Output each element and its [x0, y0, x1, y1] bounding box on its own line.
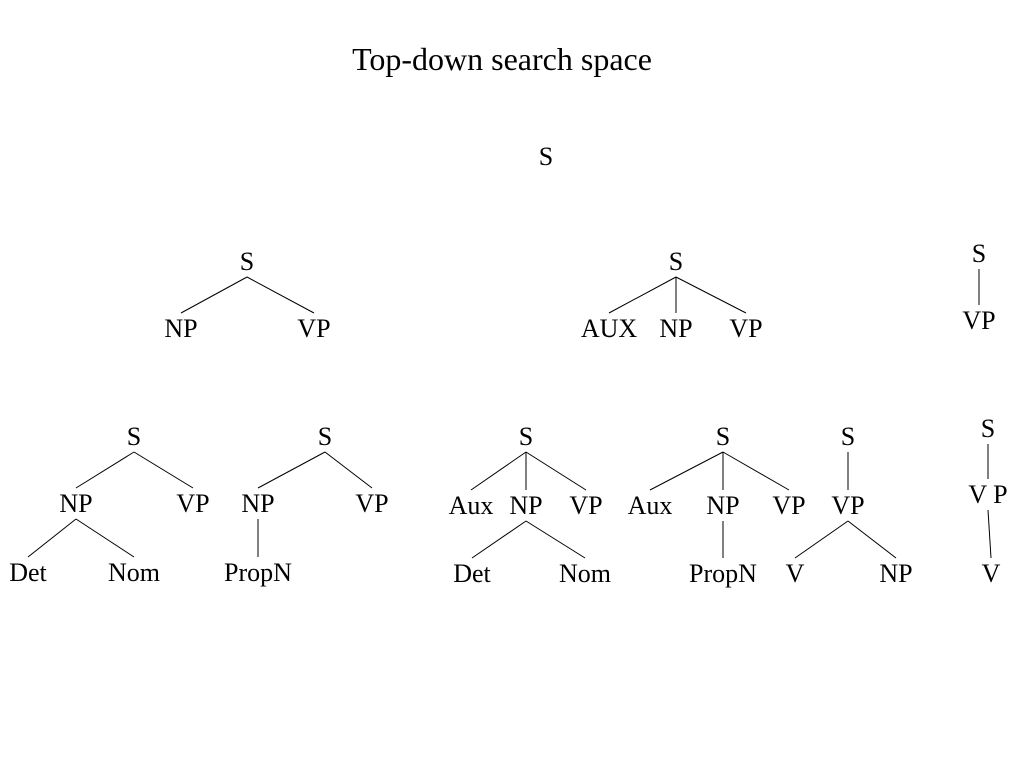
- node-label-vp: VP: [297, 314, 330, 343]
- tree-edge: [246, 276, 315, 314]
- node-label-np: NP: [241, 489, 274, 518]
- tree-level2-aux-np-det-nom: S Aux NP VP Det Nom: [449, 422, 611, 588]
- node-label-aux: Aux: [628, 491, 673, 520]
- root-node-label: S: [539, 142, 553, 171]
- tree-edge: [324, 451, 373, 489]
- tree-edge: [987, 509, 992, 559]
- diagram-title: Top-down search space: [352, 41, 652, 77]
- tree-level2-vp-v: S V P V: [968, 414, 1007, 588]
- node-label-vp: VP: [729, 314, 762, 343]
- tree-edge: [180, 276, 248, 314]
- tree-edge: [525, 520, 586, 559]
- tree-level2-vp-v-np: S VP V NP: [786, 422, 913, 588]
- node-label-np: NP: [879, 559, 912, 588]
- node-label-np: NP: [59, 489, 92, 518]
- node-label-np: NP: [706, 491, 739, 520]
- tree-edge: [649, 451, 724, 491]
- tree-edge: [27, 518, 77, 558]
- node-label-vp: VP: [831, 491, 864, 520]
- node-label-propn: PropN: [689, 559, 757, 588]
- node-label-aux: AUX: [581, 314, 638, 343]
- tree-edge: [794, 520, 849, 559]
- tree-edge: [525, 451, 587, 491]
- node-label-aux: Aux: [449, 491, 494, 520]
- tree-level2-aux-np-propn: S Aux NP VP PropN: [628, 422, 806, 588]
- node-label-det: Det: [9, 558, 47, 587]
- tree-edge: [722, 451, 790, 491]
- node-label-s: S: [669, 247, 683, 276]
- node-label-s: S: [127, 422, 141, 451]
- node-label-vp: VP: [962, 306, 995, 335]
- tree-edge: [257, 451, 326, 489]
- node-label-s: S: [716, 422, 730, 451]
- node-label-s: S: [972, 239, 986, 268]
- tree-edge: [847, 520, 897, 559]
- tree-edge: [75, 451, 135, 489]
- node-label-np: NP: [164, 314, 197, 343]
- tree-collection: S NP VP S AUX NP VP S VP S NP VP Det Nom S NP VP PropN S Au…: [9, 239, 1007, 588]
- tree-edge: [471, 520, 527, 559]
- tree-edge: [75, 518, 135, 558]
- node-label-det: Det: [453, 559, 491, 588]
- node-label-s: S: [318, 422, 332, 451]
- node-label-vp: VP: [176, 489, 209, 518]
- tree-edge: [675, 276, 747, 314]
- node-label-s: S: [981, 414, 995, 443]
- tree-level2-np-propn: S NP VP PropN: [224, 422, 389, 587]
- node-label-s: S: [841, 422, 855, 451]
- node-label-vp: VP: [355, 489, 388, 518]
- node-label-vp: VP: [569, 491, 602, 520]
- node-label-np: NP: [659, 314, 692, 343]
- node-label-vp: VP: [772, 491, 805, 520]
- node-label-nom: Nom: [559, 559, 611, 588]
- node-label-s: S: [519, 422, 533, 451]
- tree-level1-np-vp: S NP VP: [164, 247, 330, 343]
- node-label-s: S: [240, 247, 254, 276]
- tree-edge: [470, 451, 527, 491]
- node-label-np: NP: [509, 491, 542, 520]
- tree-level2-np-det-nom: S NP VP Det Nom: [9, 422, 209, 587]
- node-label-v: V: [786, 559, 805, 588]
- node-label-v: V: [982, 559, 1001, 588]
- tree-edge: [133, 451, 194, 489]
- tree-edge: [608, 276, 677, 314]
- node-label-nom: Nom: [108, 558, 160, 587]
- node-label-vp: V P: [968, 480, 1007, 509]
- tree-level1-vp: S VP: [962, 239, 995, 335]
- tree-level1-aux-np-vp: S AUX NP VP: [581, 247, 763, 343]
- node-label-propn: PropN: [224, 558, 292, 587]
